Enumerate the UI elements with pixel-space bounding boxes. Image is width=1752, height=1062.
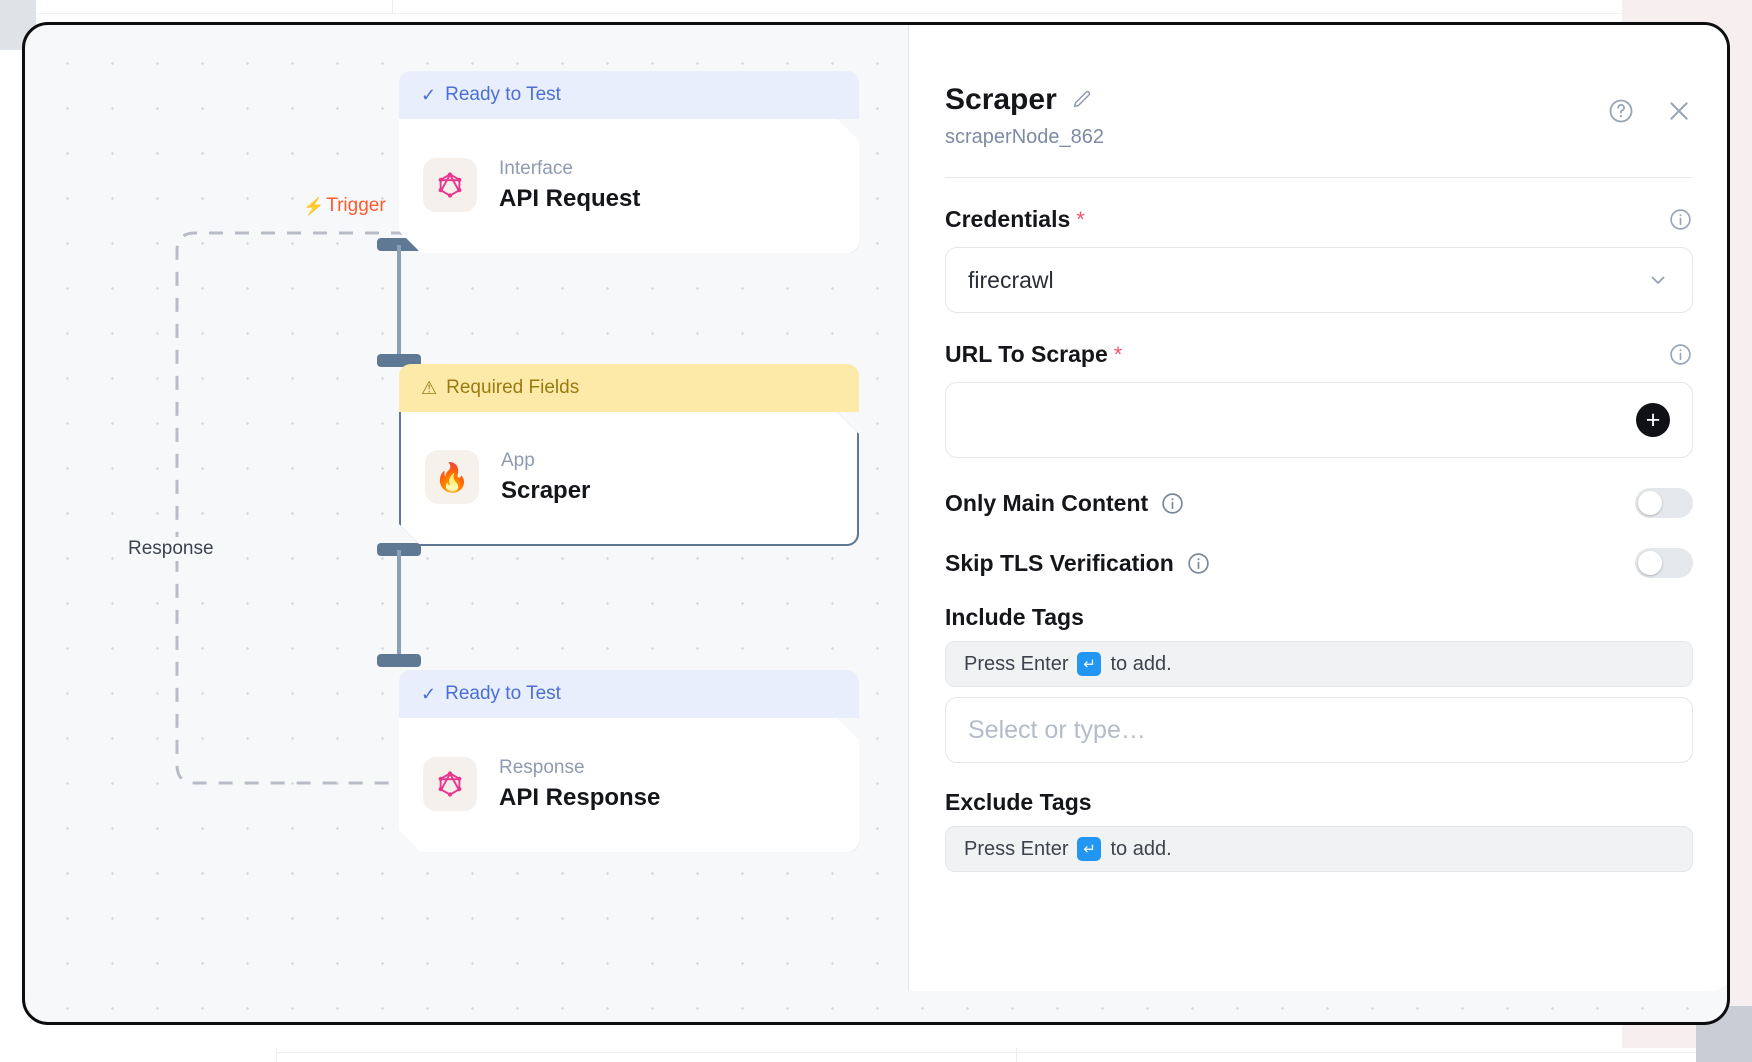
node-text-group: Interface API Request xyxy=(499,158,640,213)
credentials-value: firecrawl xyxy=(968,266,1054,293)
workflow-node-scraper[interactable]: ⚠ Required Fields 🔥 App Scraper xyxy=(399,364,859,546)
edge-segment-1 xyxy=(397,245,401,361)
toggle-knob xyxy=(1638,551,1662,575)
trigger-edge-label: ⚡ Trigger xyxy=(303,195,386,217)
skip-tls-verification-label: Skip TLS Verification xyxy=(945,549,1174,576)
field-skip-tls-verification: Skip TLS Verification xyxy=(945,548,1693,578)
hint-text-after: to add. xyxy=(1110,652,1172,675)
info-icon[interactable] xyxy=(1668,342,1693,367)
required-asterisk: * xyxy=(1113,341,1123,367)
node-card-body[interactable]: Interface API Request xyxy=(399,119,859,253)
info-icon[interactable] xyxy=(1186,551,1211,576)
credentials-select[interactable]: firecrawl xyxy=(945,247,1693,313)
chrome-divider-4 xyxy=(1016,1048,1017,1062)
skip-tls-verification-toggle[interactable] xyxy=(1635,548,1693,578)
hint-text-before: Press Enter xyxy=(964,837,1069,860)
workflow-node-api-response[interactable]: ✓ Ready to Test xyxy=(399,670,859,852)
node-status-text: Ready to Test xyxy=(445,84,561,105)
field-credentials: Credentials * firecrawl xyxy=(945,206,1693,313)
required-asterisk: * xyxy=(1076,206,1085,232)
workflow-node-api-request[interactable]: ✓ Ready to Test xyxy=(399,71,859,253)
exclude-tags-hint: Press Enter ↵ to add. xyxy=(945,826,1693,872)
info-icon[interactable] xyxy=(1668,207,1693,232)
include-tags-input[interactable]: Select or type… xyxy=(945,697,1693,763)
edge-segment-2 xyxy=(397,550,401,660)
node-handle-target-1[interactable] xyxy=(377,354,421,367)
info-icon[interactable] xyxy=(1160,491,1185,516)
url-to-scrape-label: URL To Scrape xyxy=(945,341,1108,367)
check-icon: ✓ xyxy=(421,85,437,105)
window-top-chrome xyxy=(0,0,1752,14)
enter-key-icon: ↵ xyxy=(1077,652,1102,676)
graphql-icon xyxy=(423,757,477,811)
chrome-divider-1 xyxy=(392,0,393,14)
warning-triangle-icon: ⚠ xyxy=(421,378,438,398)
hint-text-before: Press Enter xyxy=(964,652,1069,675)
include-tags-placeholder: Select or type… xyxy=(968,715,1146,744)
panel-divider xyxy=(945,177,1693,178)
node-title-label: API Response xyxy=(499,783,661,811)
close-icon[interactable] xyxy=(1665,97,1693,125)
field-label-row: URL To Scrape * xyxy=(945,341,1693,368)
node-status-badge: ✓ Ready to Test xyxy=(399,670,859,718)
graphql-icon xyxy=(423,158,477,212)
node-title-label: Scraper xyxy=(501,476,591,504)
node-kind-label: Response xyxy=(499,756,585,778)
node-status-text: Ready to Test xyxy=(445,683,561,704)
toggle-knob xyxy=(1638,491,1662,515)
panel-header: Scraper scraperNode_862 xyxy=(945,83,1693,149)
field-only-main-content: Only Main Content xyxy=(945,488,1693,518)
chrome-divider-3 xyxy=(276,1048,277,1062)
include-tags-hint: Press Enter ↵ to add. xyxy=(945,641,1693,687)
node-card-body[interactable]: 🔥 App Scraper xyxy=(399,412,859,546)
plus-icon[interactable]: + xyxy=(1636,403,1670,437)
firecrawl-flame-icon: 🔥 xyxy=(425,450,479,504)
node-card-body[interactable]: Response API Response xyxy=(399,718,859,852)
check-icon: ✓ xyxy=(421,684,437,704)
include-tags-label: Include Tags xyxy=(945,604,1084,630)
response-edge-label: Response xyxy=(123,537,219,561)
field-include-tags: Include Tags Press Enter ↵ to add. Selec… xyxy=(945,604,1693,763)
workflow-canvas[interactable]: ⚡ Trigger Response ✓ Ready to Test xyxy=(22,22,1730,1025)
credentials-label: Credentials xyxy=(945,206,1071,232)
node-kind-label: Interface xyxy=(499,157,573,179)
url-to-scrape-input[interactable]: + xyxy=(945,382,1693,458)
window-bottom-chrome xyxy=(0,1048,1752,1062)
trigger-label-text: Trigger xyxy=(326,195,386,216)
node-text-group: Response API Response xyxy=(499,757,660,812)
node-properties-panel[interactable]: Scraper scraperNode_862 xyxy=(908,25,1727,991)
field-exclude-tags: Exclude Tags Press Enter ↵ to add. xyxy=(945,789,1693,872)
edge-paths xyxy=(175,231,405,785)
node-text-group: App Scraper xyxy=(501,450,590,505)
node-kind-label: App xyxy=(501,449,535,471)
node-status-text: Required Fields xyxy=(446,377,580,398)
node-handle-source-2[interactable] xyxy=(377,543,421,556)
canvas-edges: ⚡ Trigger Response xyxy=(25,25,1727,1022)
chrome-divider-5 xyxy=(276,1052,1752,1053)
only-main-content-toggle[interactable] xyxy=(1635,488,1693,518)
only-main-content-label: Only Main Content xyxy=(945,489,1149,516)
chevron-down-icon xyxy=(1646,268,1670,292)
lightning-bolt-icon: ⚡ xyxy=(303,196,325,216)
hint-text-after: to add. xyxy=(1110,837,1172,860)
question-circle-icon[interactable] xyxy=(1607,97,1635,125)
node-status-badge: ✓ Ready to Test xyxy=(399,71,859,119)
exclude-tags-label: Exclude Tags xyxy=(945,789,1092,815)
page-title: Scraper xyxy=(945,83,1057,116)
field-url-to-scrape: URL To Scrape * + xyxy=(945,341,1693,458)
node-id-label: scraperNode_862 xyxy=(945,126,1104,148)
node-status-badge: ⚠ Required Fields xyxy=(399,364,859,412)
panel-title-row: Scraper xyxy=(945,83,1693,117)
pencil-icon[interactable] xyxy=(1071,89,1093,111)
node-title-label: API Request xyxy=(499,184,641,212)
field-label-row: Credentials * xyxy=(945,206,1693,233)
node-handle-target-2[interactable] xyxy=(377,654,421,667)
panel-action-buttons xyxy=(1607,97,1693,125)
enter-key-icon: ↵ xyxy=(1077,837,1102,861)
